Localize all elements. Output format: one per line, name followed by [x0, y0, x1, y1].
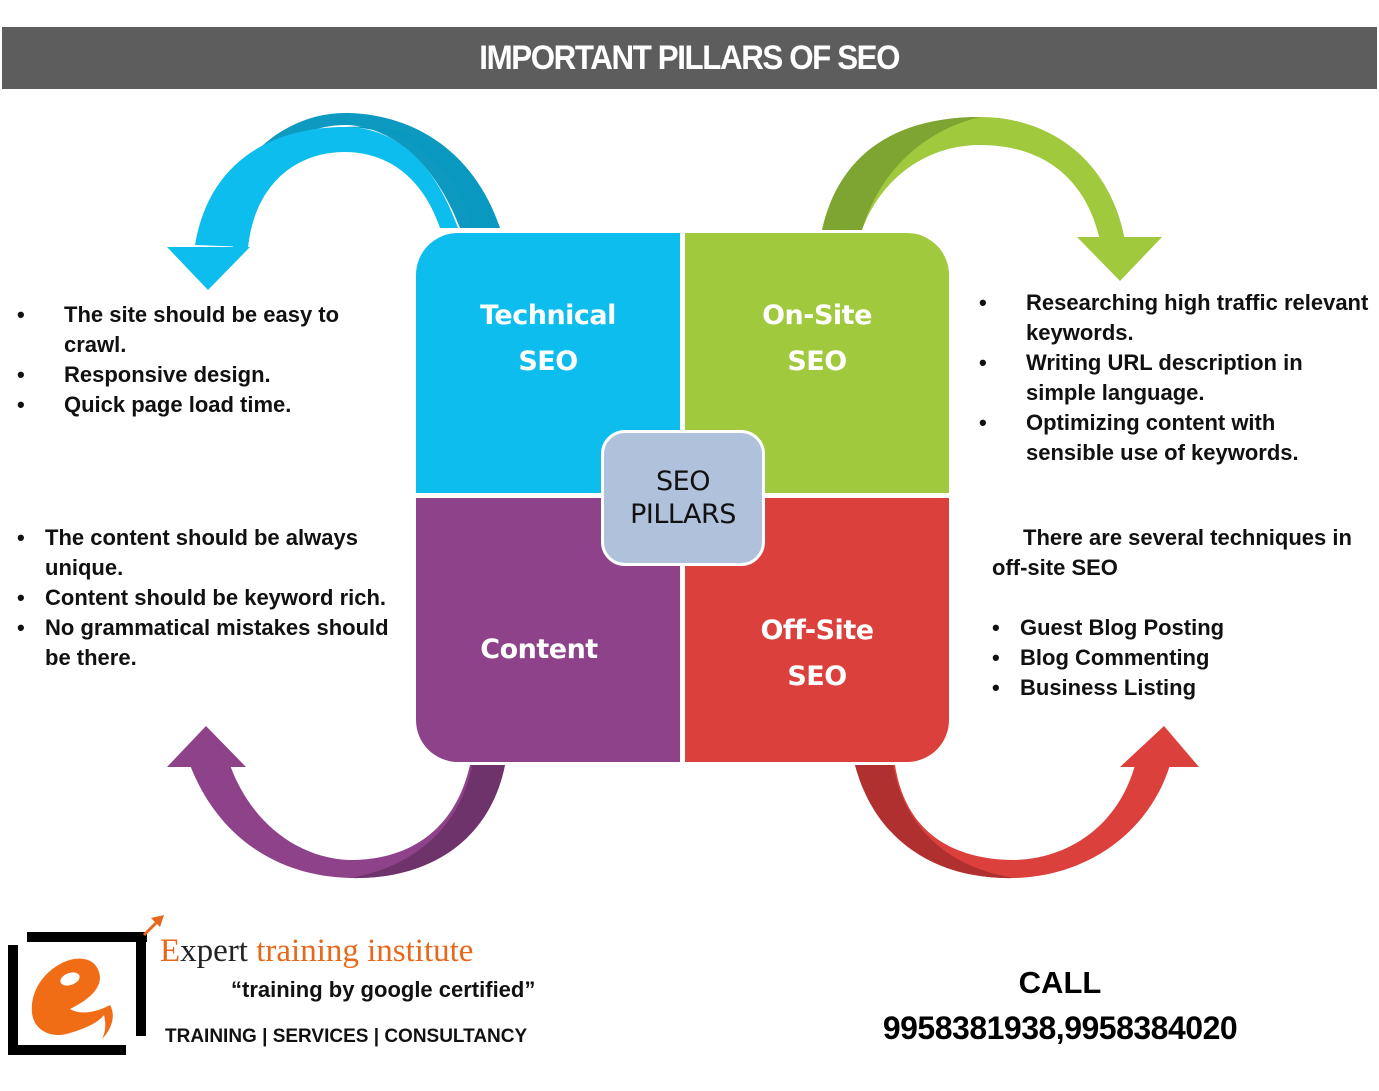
- institute-logo-block: Expert training institute “training by g…: [0, 905, 600, 1065]
- purple-curved-arrow-icon: [167, 726, 505, 879]
- list-item: •The site should be easy to crawl.: [17, 302, 340, 357]
- pillar-content-label: Content: [480, 634, 598, 665]
- list-item: •Blog Commenting: [992, 643, 1372, 673]
- red-curved-arrow-icon: [855, 726, 1199, 879]
- list-item: •Guest Blog Posting: [992, 613, 1372, 643]
- bullet-icon: •: [992, 645, 1000, 670]
- pillar-onsite-label: On-Site SEO: [762, 300, 872, 377]
- list-item: •Responsive design.: [17, 360, 397, 390]
- bullet-icon: •: [17, 585, 25, 610]
- offsite-intro-text: There are several techniques in off-site…: [992, 525, 1352, 580]
- list-item: •No grammatical mistakes should be there…: [17, 615, 389, 670]
- onsite-seo-points: •Researching high traffic relevant keywo…: [979, 288, 1369, 468]
- bullet-icon: •: [17, 615, 25, 640]
- bullet-icon: •: [17, 302, 25, 327]
- list-item: •Researching high traffic relevant keywo…: [979, 290, 1369, 345]
- list-item: •Quick page load time.: [17, 390, 397, 420]
- institute-tagline: “training by google certified”: [231, 977, 536, 1002]
- bullet-icon: •: [992, 675, 1000, 700]
- title-banner: IMPORTANT PILLARS OF SEO: [2, 27, 1377, 89]
- bullet-icon: •: [979, 410, 987, 435]
- institute-logo-icon: [8, 915, 164, 1055]
- bullet-icon: •: [17, 362, 25, 387]
- pillar-technical-label: Technical SEO: [480, 300, 616, 377]
- green-curved-arrow-icon: [822, 117, 1162, 281]
- bullet-icon: •: [979, 290, 987, 315]
- bullet-icon: •: [17, 525, 25, 550]
- list-item: •Content should be keyword rich.: [17, 583, 397, 613]
- pillar-technical-seo: Technical SEO: [416, 233, 680, 493]
- list-item: •Optimizing content with sensible use of…: [979, 410, 1299, 465]
- technical-seo-points: •The site should be easy to crawl. •Resp…: [17, 300, 397, 420]
- bullet-icon: •: [979, 350, 987, 375]
- center-seo-pillars-box: SEO PILLARS: [601, 430, 765, 566]
- offsite-seo-points: There are several techniques in off-site…: [992, 523, 1372, 703]
- page-title: IMPORTANT PILLARS OF SEO: [479, 38, 901, 77]
- bullet-icon: •: [992, 615, 1000, 640]
- list-item: •The content should be always unique.: [17, 525, 358, 580]
- phone-numbers: 9958381938,9958384020: [882, 1010, 1238, 1046]
- bullet-icon: •: [17, 392, 25, 417]
- call-label: CALL: [1018, 965, 1102, 1000]
- content-points: •The content should be always unique. •C…: [17, 523, 397, 673]
- call-contact: CALL 9958381938,9958384020: [840, 962, 1280, 1052]
- list-item: •Writing URL description in simple langu…: [979, 350, 1303, 405]
- list-item: •Business Listing: [992, 673, 1372, 703]
- institute-services: TRAINING | SERVICES | CONSULTANCY: [165, 1026, 528, 1047]
- pillar-offsite-label: Off-Site SEO: [760, 615, 874, 692]
- institute-name: Expert training institute: [160, 933, 474, 969]
- blue-curved-arrow-icon: [167, 113, 500, 290]
